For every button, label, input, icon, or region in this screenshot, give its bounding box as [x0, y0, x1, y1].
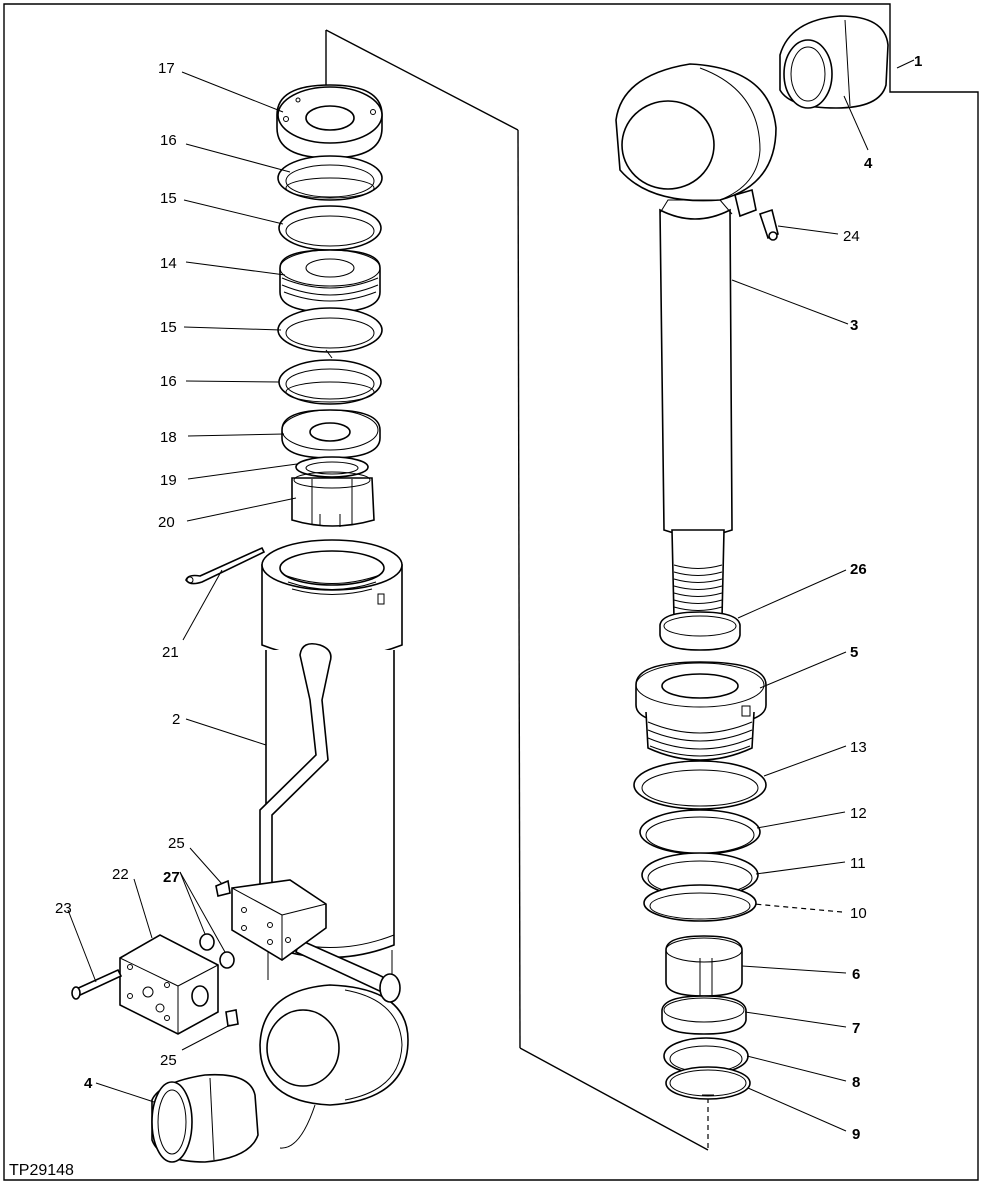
part-27-o-rings: [199, 933, 235, 969]
assembly-alignment-lines: [325, 29, 709, 1151]
callout-8: 8: [852, 1074, 860, 1091]
callout-10: 10: [850, 905, 867, 922]
part-12-seal: [639, 809, 761, 855]
valve-mounting-block: [231, 879, 327, 961]
callout-5: 5: [850, 644, 858, 661]
callout-16-upper: 16: [160, 132, 177, 149]
callout-26: 26: [850, 561, 867, 578]
part-10-seal: [643, 884, 757, 922]
part-25-plug-lower: [225, 1009, 239, 1027]
callout-12: 12: [850, 805, 867, 822]
part-3-piston-rod: [615, 63, 777, 623]
part-14-piston: [279, 249, 381, 313]
callout-20: 20: [158, 514, 175, 531]
callout-4-upper: 4: [864, 155, 873, 172]
part-2-hydraulic-tube: [259, 642, 401, 1003]
callout-17: 17: [158, 60, 175, 77]
part-6-bushing: [665, 935, 743, 997]
part-22-valve: [119, 934, 219, 1035]
callout-13: 13: [850, 739, 867, 756]
part-21-cotter-pin: [185, 546, 266, 585]
callout-4-lower: 4: [84, 1075, 93, 1092]
part-9-snap-ring: [665, 1066, 751, 1100]
callout-22: 22: [112, 866, 129, 883]
part-25-plug-upper: [215, 879, 231, 897]
callout-7: 7: [852, 1020, 860, 1037]
callout-16-lower: 16: [160, 373, 177, 390]
part-5-rod-guide: [635, 661, 767, 761]
part-2-cylinder-barrel: [259, 539, 409, 1149]
callout-24: 24: [843, 228, 860, 245]
callout-27: 27: [163, 869, 180, 886]
figure-id: TP29148: [9, 1162, 74, 1179]
part-15-seal-ring-lower: [277, 307, 383, 359]
callout-6: 6: [852, 966, 860, 983]
diagram-frame: [3, 3, 979, 1181]
callout-1: 1: [914, 53, 922, 70]
callout-21: 21: [162, 644, 179, 661]
callout-23: 23: [55, 900, 72, 917]
part-24-grease-fitting: [758, 208, 779, 241]
part-19-washer: [295, 456, 369, 478]
callout-leaders: [67, 59, 915, 1132]
callout-25-upper: 25: [168, 835, 185, 852]
callout-15-lower: 15: [160, 319, 177, 336]
part-7-ring: [661, 995, 747, 1035]
part-15-seal-ring-upper: [278, 205, 382, 257]
part-4-bushing-upper: [779, 15, 889, 109]
callout-18: 18: [160, 429, 177, 446]
part-26-ring: [659, 611, 741, 651]
callout-25-lower: 25: [160, 1052, 177, 1069]
callout-labels: 17 16 15 14 15 16 18 19 20 21 2 25 22 27…: [55, 53, 922, 1143]
part-20-castle-nut: [291, 471, 375, 527]
callout-2: 2: [172, 711, 180, 728]
part-4-bushing-lower: [151, 1073, 259, 1163]
callout-11: 11: [850, 855, 866, 872]
part-17-retainer-plate: [276, 84, 383, 159]
part-23-bolt: [71, 968, 123, 1000]
part-16-backup-ring-lower: [278, 359, 382, 405]
callout-14: 14: [160, 255, 177, 272]
part-18-plate: [281, 409, 381, 459]
callout-9: 9: [852, 1126, 860, 1143]
callout-15-upper: 15: [160, 190, 177, 207]
part-13-seal: [633, 760, 767, 810]
part-16-backup-ring-upper: [277, 155, 383, 201]
callout-3: 3: [850, 317, 858, 334]
callout-19: 19: [160, 472, 177, 489]
